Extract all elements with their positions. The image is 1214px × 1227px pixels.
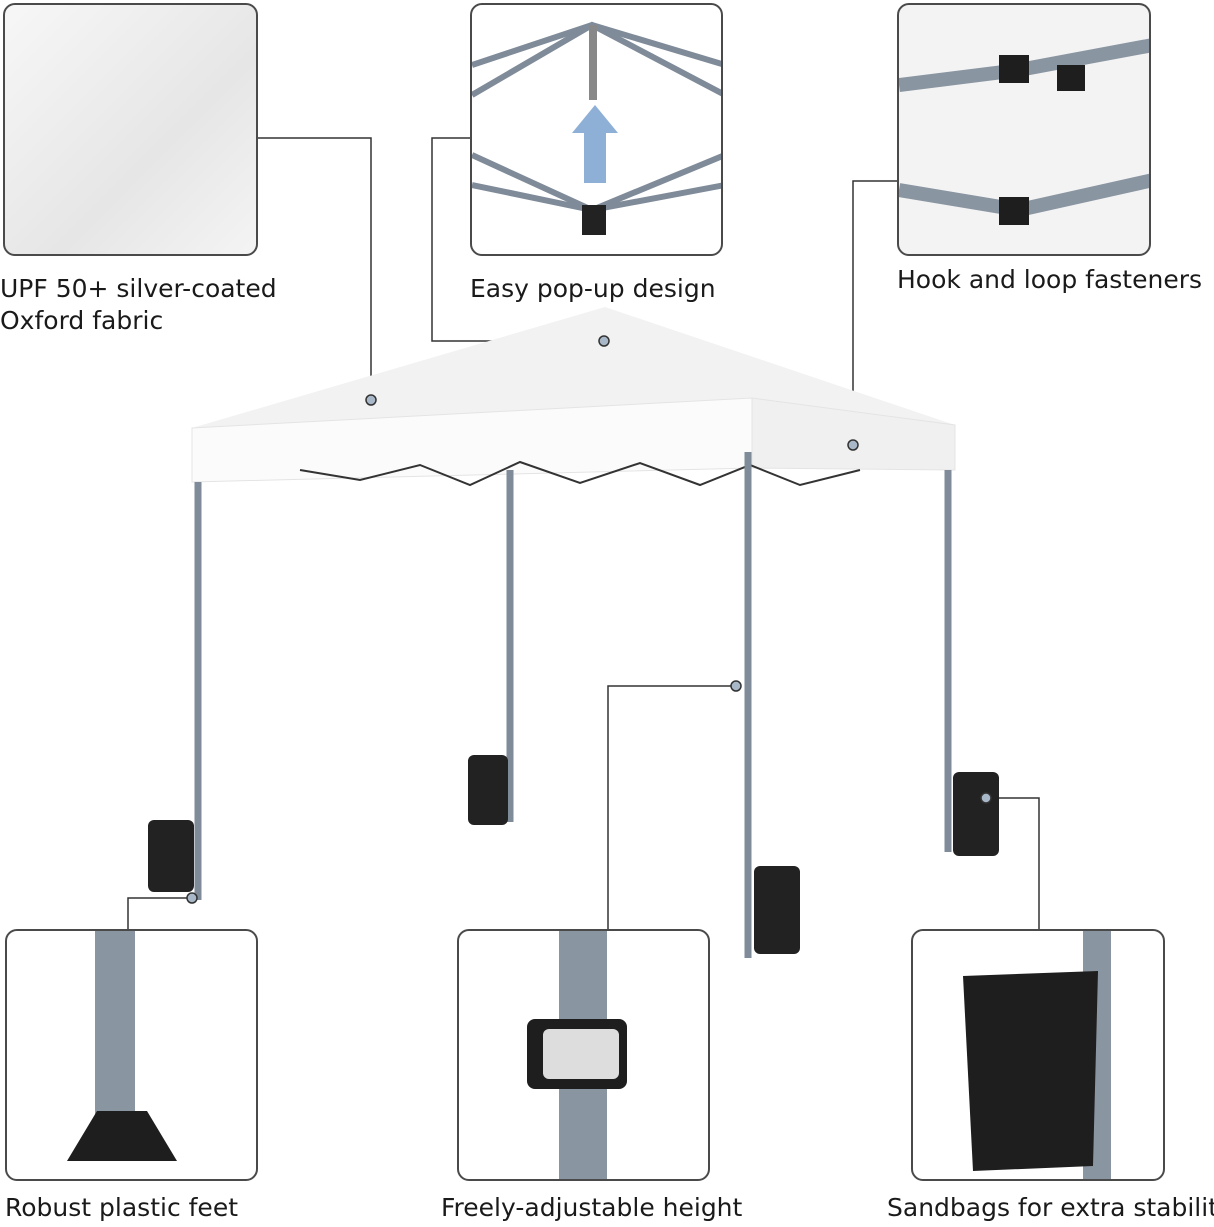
fabric-caption-line1: UPF 50+ silver-coated bbox=[0, 274, 277, 303]
height-caption: Freely-adjustable height bbox=[441, 1193, 743, 1222]
up-arrow-icon bbox=[572, 105, 618, 183]
sandbags-caption: Sandbags for extra stability bbox=[887, 1193, 1214, 1222]
fasteners-caption: Hook and loop fasteners bbox=[897, 265, 1203, 294]
popup-detail-image bbox=[470, 3, 723, 256]
callout-dots bbox=[186, 335, 992, 904]
height-detail-image bbox=[457, 929, 710, 1181]
sandbag-detail-image bbox=[911, 929, 1165, 1181]
sandbags bbox=[148, 755, 999, 954]
connector-lines bbox=[127, 137, 1040, 929]
popup-caption: Easy pop-up design bbox=[470, 274, 716, 303]
canopy-valance-side bbox=[751, 397, 956, 471]
legs bbox=[194, 452, 952, 958]
feet-caption: Robust plastic feet bbox=[5, 1193, 238, 1222]
fastener-detail-image bbox=[897, 3, 1151, 256]
canopy-roof bbox=[192, 307, 955, 428]
feet-detail-image bbox=[5, 929, 258, 1181]
truss-frame bbox=[299, 460, 861, 487]
fabric-caption-line2: Oxford fabric bbox=[0, 306, 164, 335]
fabric-detail-image bbox=[3, 3, 258, 256]
